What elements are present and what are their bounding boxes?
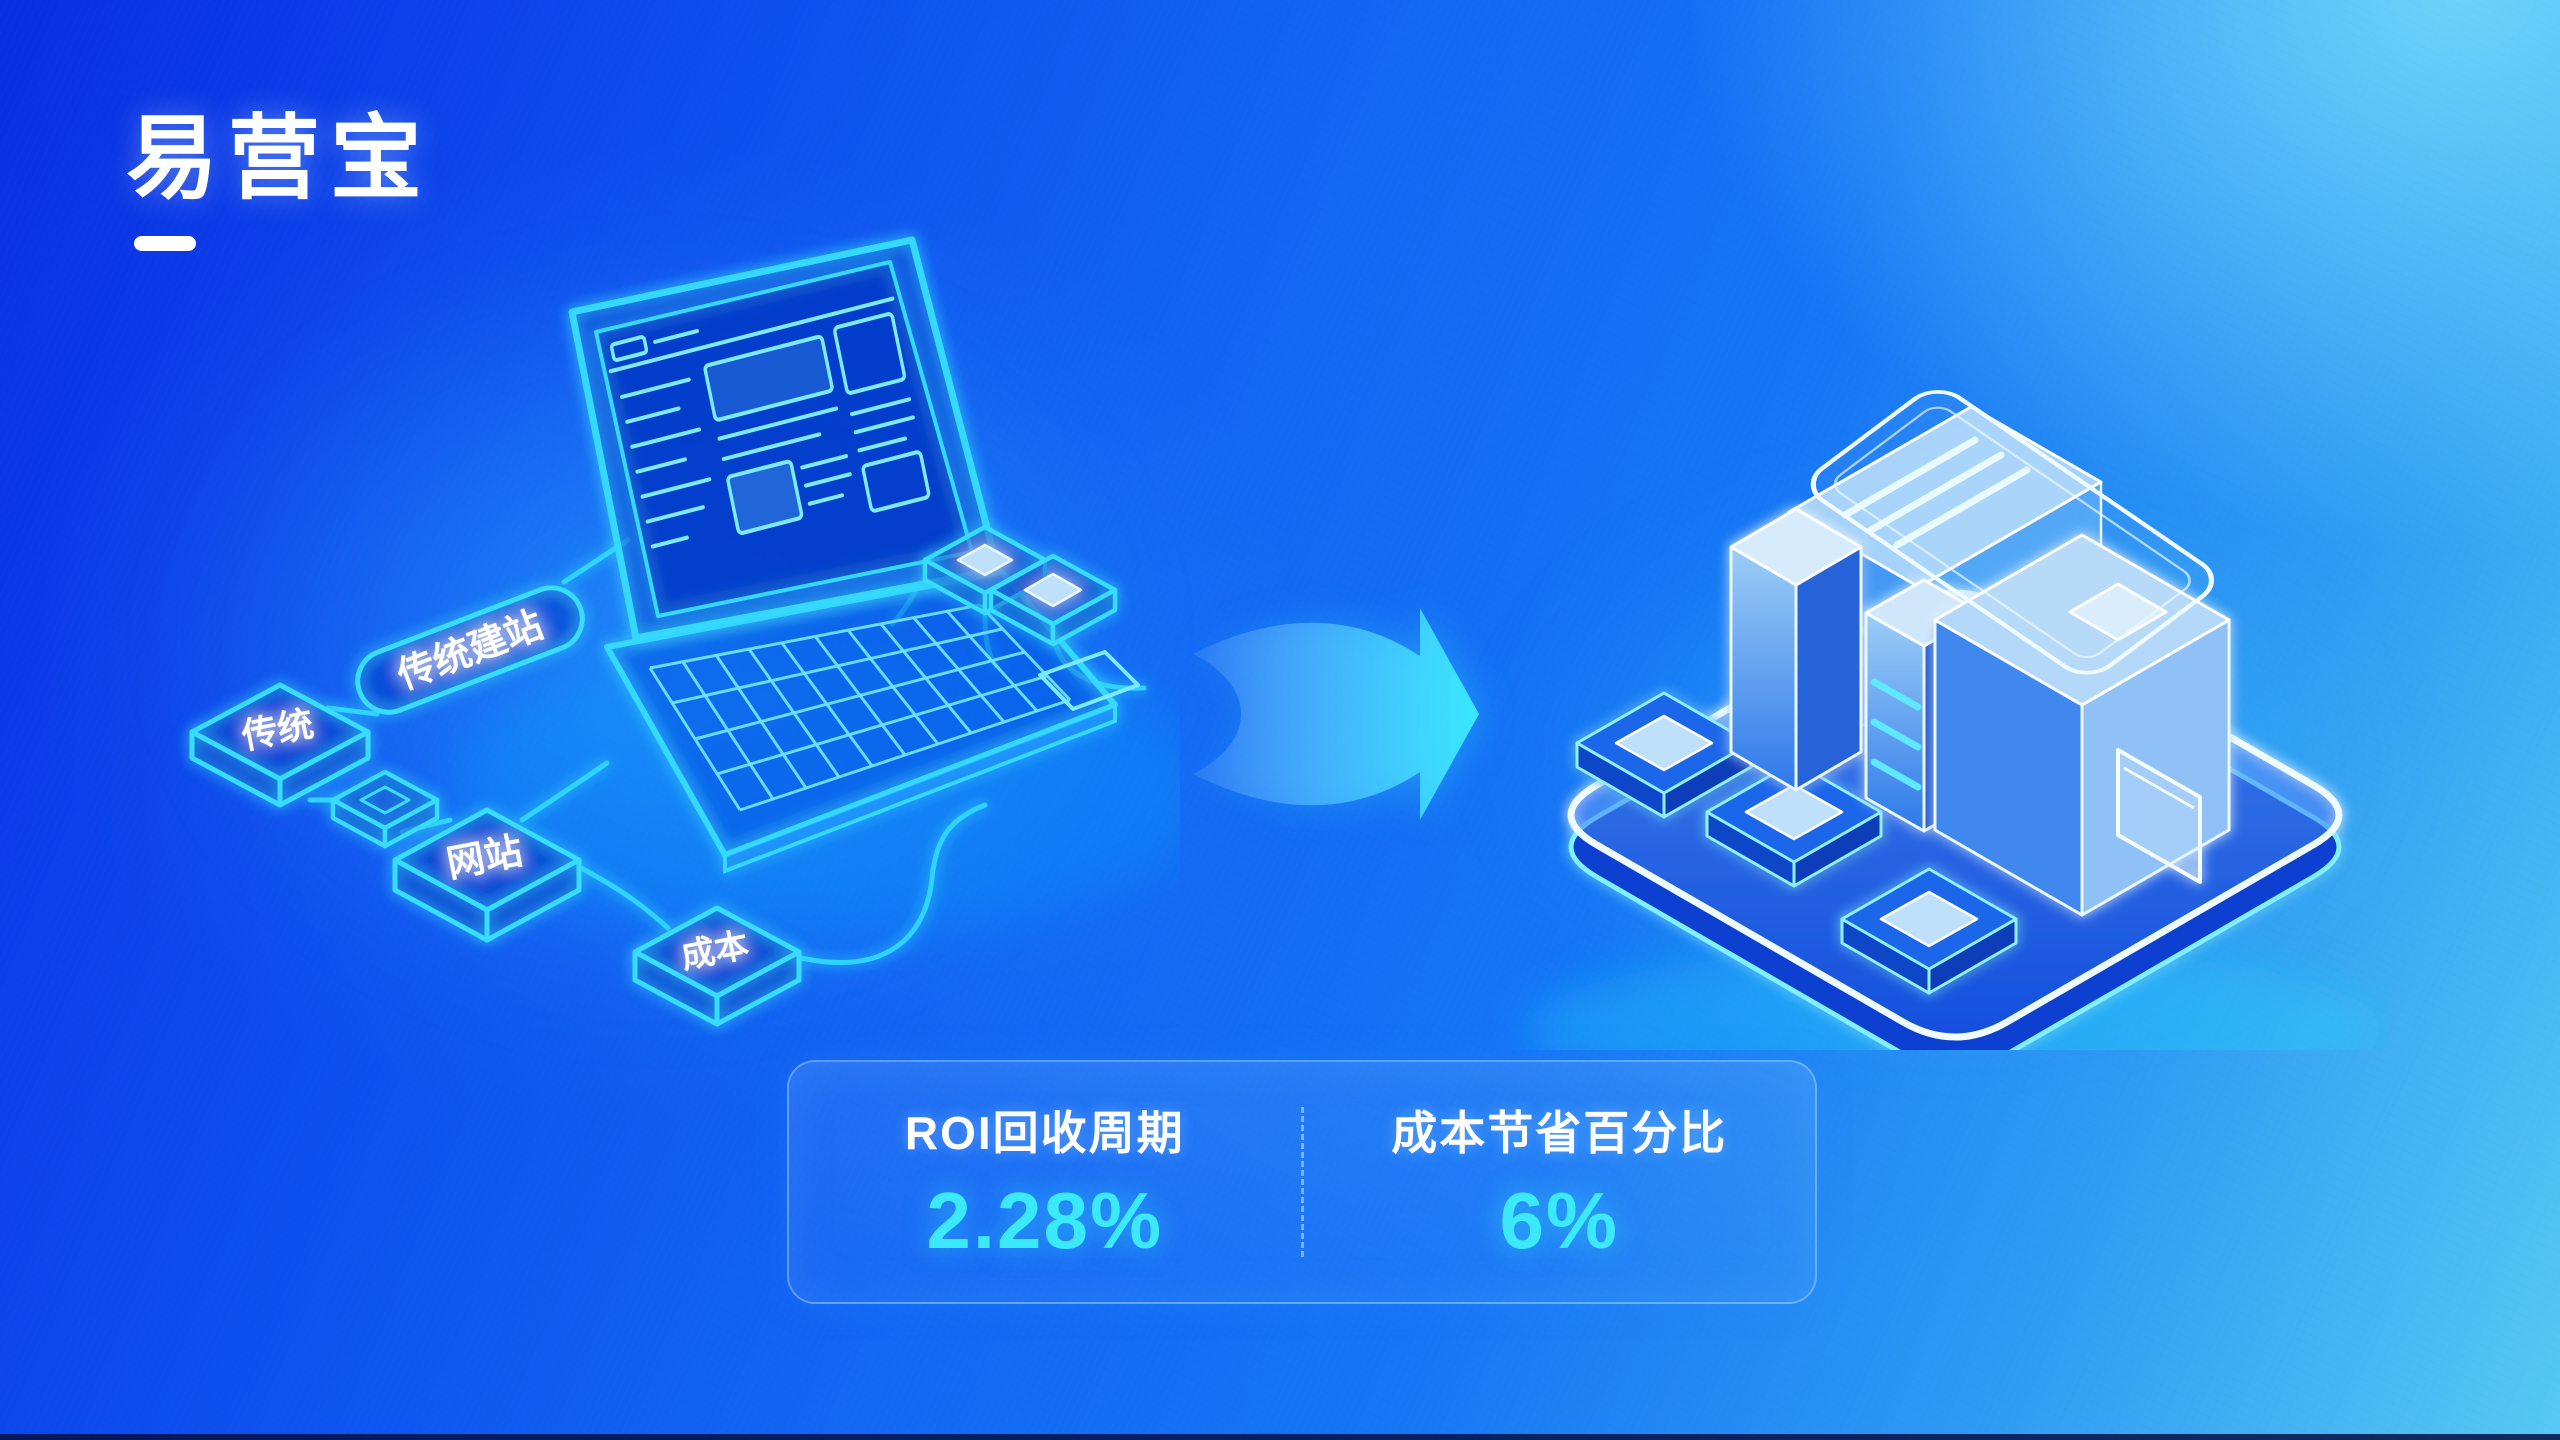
laptop-base-edge	[723, 702, 1117, 874]
title-underline	[134, 236, 196, 251]
browser-wireframe	[1810, 390, 2214, 675]
chip-tile-2	[1705, 760, 1883, 888]
flow-node-box-2: 网站	[392, 807, 582, 943]
stat-roi-value: 2.28%	[926, 1176, 1164, 1265]
screen-webpage-wireframe	[608, 296, 931, 549]
block-window	[2116, 748, 2202, 884]
stat-cost-saving-label: 成本节省百分比	[1391, 1107, 1728, 1159]
stats-card: ROI回收周期 2.28% 成本节省百分比 6%	[787, 1060, 1817, 1304]
laptop-illustration	[568, 236, 1140, 874]
trackpad	[1038, 650, 1140, 711]
flow-chip-b	[988, 553, 1118, 647]
laptop-flowchart-illustration: 传统建站 传统 网站 成本	[189, 236, 1180, 1027]
slab-text-lines	[1841, 436, 2031, 549]
stat-roi-label: ROI回收周期	[904, 1107, 1185, 1159]
platform-chips	[1575, 691, 2018, 995]
chip-tile-1	[1575, 691, 1753, 819]
arrow-right-icon	[1193, 608, 1479, 820]
bottom-edge	[0, 1434, 2560, 1440]
flow-node-box-3: 成本	[632, 905, 802, 1027]
stat-roi: ROI回收周期 2.28%	[789, 1097, 1301, 1267]
platform-illustration	[1525, 390, 2385, 1050]
flow-node-box-1: 传统	[189, 682, 371, 808]
stats-divider	[1300, 1107, 1304, 1257]
keyboard-grid	[648, 603, 1072, 812]
chip-tile-3	[1840, 867, 2018, 995]
page-title: 易营宝	[126, 108, 433, 210]
transition-arrow	[1193, 608, 1479, 820]
tower-stripes	[1870, 678, 1922, 791]
flow-node-box-empty	[330, 769, 440, 849]
main-block	[1933, 533, 2231, 917]
block-top-panel	[2068, 582, 2168, 642]
tower-1	[1729, 507, 1863, 792]
stat-cost-saving-value: 6%	[1499, 1176, 1620, 1265]
stat-cost-saving: 成本节省百分比 6%	[1304, 1097, 1816, 1267]
